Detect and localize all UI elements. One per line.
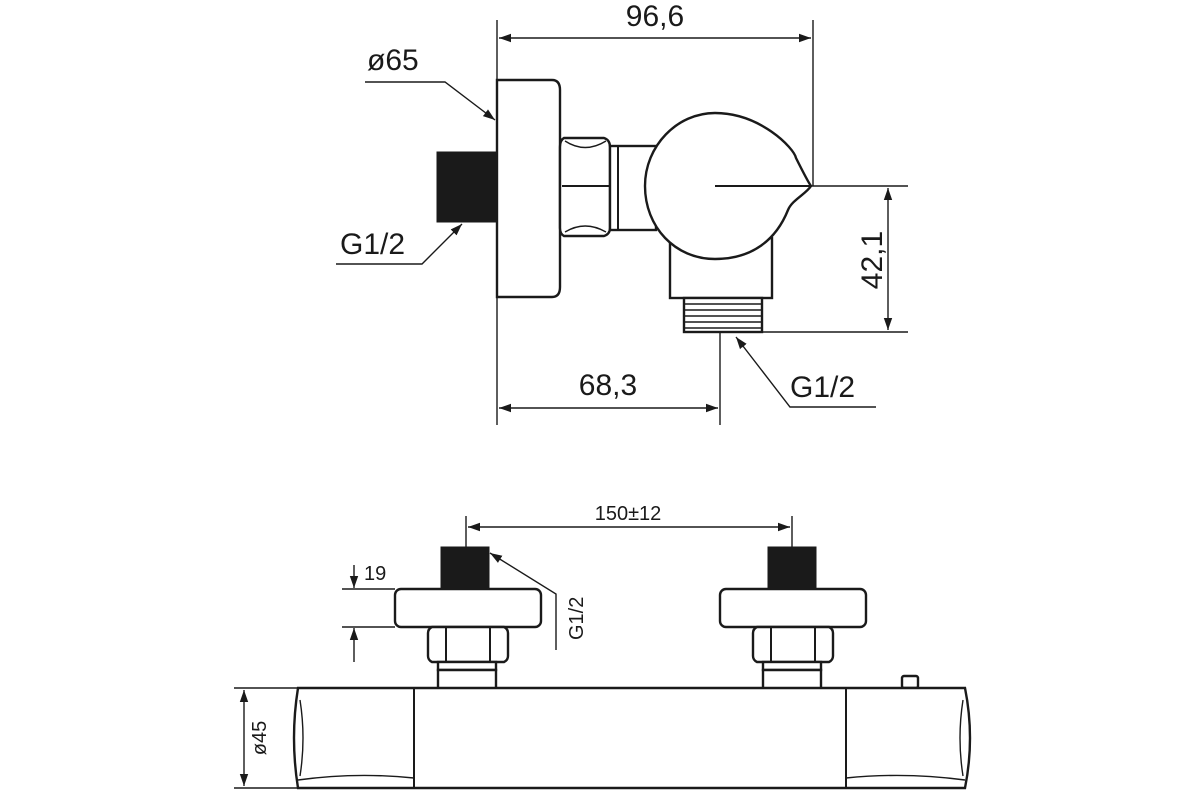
front-thread-leader — [489, 552, 557, 650]
side-height-dimension-label: 42,1 — [856, 231, 889, 289]
front-diameter-dimension-label: ø45 — [249, 721, 271, 755]
front-thread-label: G1/2 — [566, 597, 588, 640]
side-flange-leader — [365, 81, 496, 121]
side-offset-dimension-label: 68,3 — [579, 369, 637, 402]
front-view: 150±12 — [234, 503, 972, 790]
front-mixer-body — [292, 674, 972, 790]
side-outlet-thread-label: G1/2 — [790, 371, 855, 404]
side-inlet-leader — [336, 223, 463, 265]
side-inlet-thread-label: G1/2 — [340, 228, 405, 261]
side-depth-dimension-label: 96,6 — [626, 0, 684, 33]
front-thickness-dimension-label: 19 — [364, 563, 386, 585]
front-spacing-dimension-label: 150±12 — [595, 503, 662, 525]
front-right-connection — [718, 546, 868, 696]
front-left-connection — [393, 546, 543, 696]
side-outlet-leader — [735, 336, 876, 408]
side-inlet-stub — [436, 151, 498, 223]
side-wall-flange — [495, 78, 562, 299]
side-flange-diameter-label: ø65 — [367, 44, 419, 77]
side-view: 96,6 ø65 G1/2 42,1 68,3 G1/2 — [336, 0, 908, 425]
side-hex-nut — [558, 136, 612, 238]
